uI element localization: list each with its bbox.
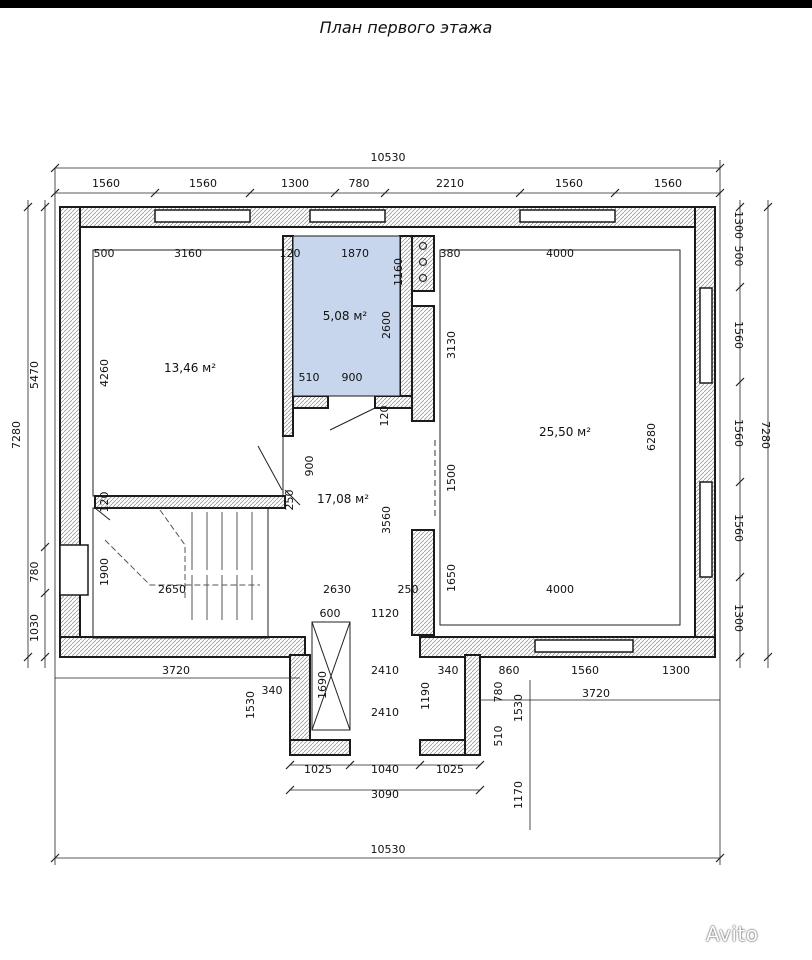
area-hall: 17,08 м² — [317, 492, 369, 506]
dim-top-7: 1560 — [654, 177, 682, 190]
dim-510a: 510 — [299, 371, 320, 384]
dim-120b: 120 — [378, 406, 391, 427]
dim-250b: 250 — [398, 583, 419, 596]
bathroom-room — [292, 235, 401, 397]
dim-380: 380 — [440, 247, 461, 260]
dim-right-outer: 7280 — [759, 421, 772, 449]
interior-walls — [94, 235, 435, 636]
dim-2600: 2600 — [380, 311, 393, 339]
dim-1160: 1160 — [392, 258, 405, 286]
dim-120a: 120 — [280, 247, 301, 260]
dim-b-780: 780 — [492, 682, 505, 703]
dim-right-1560a: 1560 — [732, 321, 745, 349]
dim-b-1690: 1690 — [316, 671, 329, 699]
dim-room1-3160: 3160 — [174, 247, 202, 260]
windows — [59, 209, 713, 653]
dimension-ticks — [23, 163, 773, 863]
dim-b-1530b: 1530 — [512, 694, 525, 722]
top-edge-bar — [0, 0, 812, 8]
plan-title: План первого этажа — [319, 18, 493, 37]
dim-120c: 120 — [98, 492, 111, 513]
dim-4000a: 4000 — [546, 247, 574, 260]
dim-b-340a: 340 — [438, 664, 459, 677]
dim-2630: 2630 — [323, 583, 351, 596]
dim-6280: 6280 — [645, 423, 658, 451]
dim-right-1300b: 1300 — [732, 604, 745, 632]
dim-1500: 1500 — [445, 464, 458, 492]
dim-right-500: 500 — [732, 246, 745, 267]
dim-b-3720b: 3720 — [582, 687, 610, 700]
dim-b-1040: 1040 — [371, 763, 399, 776]
area-bathroom: 5,08 м² — [323, 309, 368, 323]
area-labels: 13,46 м² 5,08 м² 17,08 м² 25,50 м² — [164, 309, 591, 506]
dim-600: 600 — [320, 607, 341, 620]
dim-top-4: 780 — [349, 177, 370, 190]
area-living: 25,50 м² — [539, 425, 591, 439]
dim-top-2: 1560 — [189, 177, 217, 190]
dim-4000b: 4000 — [546, 583, 574, 596]
dim-b-1560: 1560 — [571, 664, 599, 677]
dim-b-1025a: 1025 — [304, 763, 332, 776]
dim-b-1300: 1300 — [662, 664, 690, 677]
dim-top-5: 2210 — [436, 177, 464, 190]
room-outlines — [92, 249, 681, 639]
dim-top-3: 1300 — [281, 177, 309, 190]
dim-b-510: 510 — [492, 726, 505, 747]
dim-left-780: 780 — [28, 562, 41, 583]
dim-total-bottom: 10530 — [371, 843, 406, 856]
dim-left-5470: 5470 — [28, 361, 41, 389]
dim-2650: 2650 — [158, 583, 186, 596]
door-swings — [94, 407, 376, 521]
dim-b-1530a: 1530 — [244, 691, 257, 719]
dim-b-340b: 340 — [262, 684, 283, 697]
dim-3560: 3560 — [380, 506, 393, 534]
dim-total-top: 10530 — [371, 151, 406, 164]
dim-900b: 900 — [303, 456, 316, 477]
staircase — [104, 509, 260, 620]
dim-1120: 1120 — [371, 607, 399, 620]
dim-room1-4260: 4260 — [98, 359, 111, 387]
dim-left-1030: 1030 — [28, 614, 41, 642]
dim-top-1: 1560 — [92, 177, 120, 190]
dim-b-1190: 1190 — [419, 682, 432, 710]
dim-right-1560c: 1560 — [732, 514, 745, 542]
dimension-lines — [27, 160, 769, 865]
dim-b-860: 860 — [499, 664, 520, 677]
dim-b-1025b: 1025 — [436, 763, 464, 776]
dim-900a: 900 — [342, 371, 363, 384]
dim-right-1300a: 1300 — [732, 211, 745, 239]
dim-left-outer: 7280 — [10, 421, 23, 449]
dim-1900: 1900 — [98, 558, 111, 586]
dim-b-2410a: 2410 — [371, 664, 399, 677]
dim-room1-500: 500 — [94, 247, 115, 260]
dim-top-6: 1560 — [555, 177, 583, 190]
area-room-left: 13,46 м² — [164, 361, 216, 375]
dim-right-1560b: 1560 — [732, 419, 745, 447]
avito-watermark: Avito — [706, 922, 759, 946]
entrance-door — [311, 621, 351, 731]
dim-b-1170: 1170 — [512, 781, 525, 809]
dim-1870: 1870 — [341, 247, 369, 260]
dim-3130: 3130 — [445, 331, 458, 359]
dim-b-3090: 3090 — [371, 788, 399, 801]
kitchen-burners — [418, 241, 428, 283]
dimension-labels: 10530 1560 1560 1300 780 2210 1560 1560 … — [10, 151, 772, 856]
dim-1650: 1650 — [445, 564, 458, 592]
dim-b-3720a: 3720 — [162, 664, 190, 677]
dim-250a: 250 — [283, 490, 296, 511]
dim-b-2410b: 2410 — [371, 706, 399, 719]
